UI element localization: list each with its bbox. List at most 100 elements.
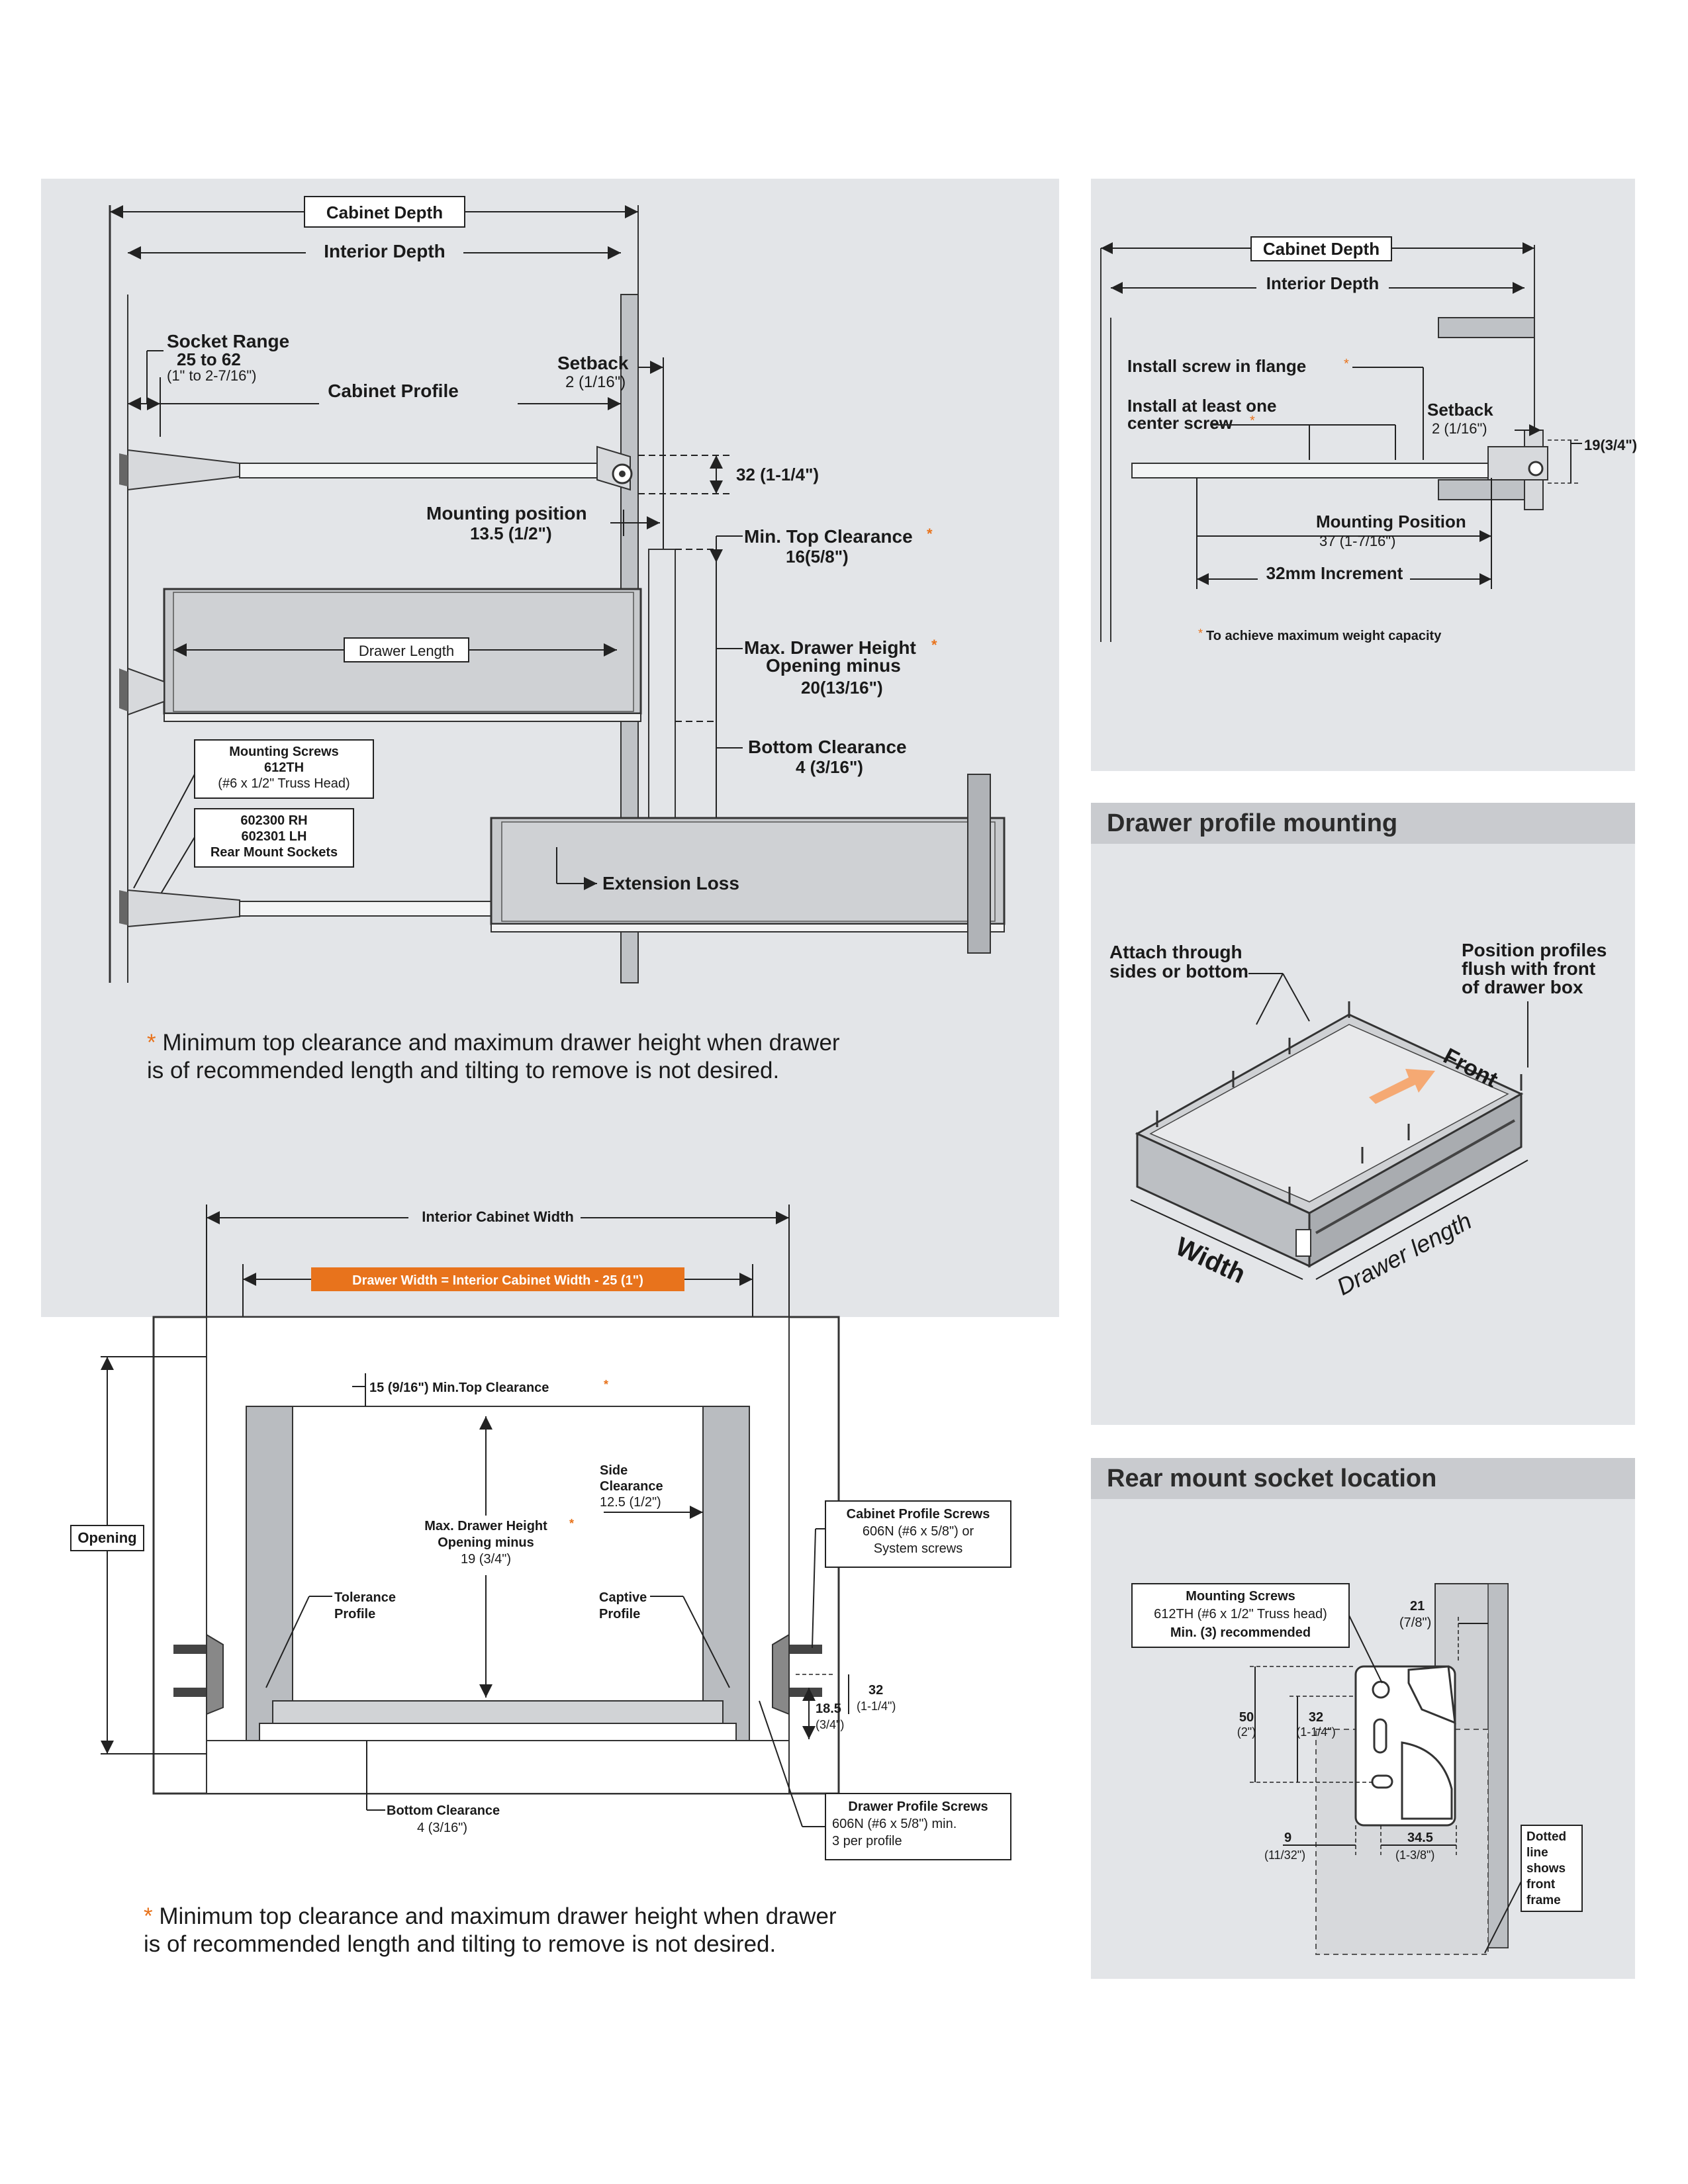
dim-9-l1: 9: [1284, 1831, 1291, 1845]
drawer-profile-mounting-panel: Drawer profile mounting Front Attach thr…: [1091, 803, 1635, 1425]
attach-l2: sides or bottom: [1109, 961, 1248, 981]
bottom-clearance-title: Bottom Clearance: [748, 737, 907, 757]
ff-cabinet-depth: Cabinet Depth: [1263, 239, 1380, 259]
socket-range-value: 25 to 62: [177, 349, 241, 369]
tolerance-profile: [246, 1406, 293, 1741]
position-l2: flush with front: [1462, 958, 1595, 979]
max-drawer-height-l3: 20(13/16"): [801, 678, 883, 698]
dim-18-5-l1: 18.5: [816, 1702, 841, 1716]
bottom-clearance-value: 4 (3/16"): [796, 757, 863, 777]
front-view-panel: Interior Cabinet Width Drawer Width = In…: [41, 1185, 1059, 1979]
mounting-position-value: 13.5 (1/2"): [470, 523, 552, 543]
min-top-clearance-title: Min. Top Clearance: [744, 526, 913, 547]
opening-label: Opening: [77, 1529, 136, 1546]
rear-screws-l1: Mounting Screws: [1186, 1589, 1295, 1604]
dim-32-label: 32 (1-1/4"): [736, 465, 819, 484]
drawer-profile-screws-l2: 606N (#6 x 5/8") min.: [832, 1817, 957, 1831]
ff-install-flange: Install screw in flange: [1127, 356, 1306, 376]
front-max-height-l2: Opening minus: [438, 1535, 534, 1550]
tolerance-profile-l1: Tolerance: [334, 1590, 396, 1605]
ff-install-center-l1: Install at least one: [1127, 396, 1276, 416]
tolerance-profile-l2: Profile: [334, 1607, 375, 1621]
drawer-box-isometric: Front Attach through sides or bottom Pos…: [1109, 940, 1607, 1300]
dim-34-l1: 34.5: [1407, 1831, 1433, 1845]
mounting-position-title: Mounting position: [426, 503, 587, 523]
setback-title: Setback: [557, 353, 629, 373]
cabinet-screws-left: [173, 1633, 224, 1715]
screws-iso: [1156, 1001, 1523, 1203]
captive-profile: [702, 1406, 750, 1741]
svg-text:*: *: [1344, 357, 1349, 371]
drawer-profile-screws-l3: 3 per profile: [832, 1834, 902, 1848]
ff-face-frame-top: [1438, 317, 1535, 338]
ff-increment: 32mm Increment: [1266, 563, 1403, 583]
svg-text:*: *: [1250, 414, 1255, 428]
setback-value: 2 (1/16"): [565, 373, 626, 391]
front-bottom-clearance-l2: 4 (3/16"): [417, 1821, 467, 1835]
rear-screws-l3: Min. (3) recommended: [1170, 1625, 1311, 1640]
max-drawer-height-l1: Max. Drawer Height: [744, 637, 916, 658]
attach-l1: Attach through: [1109, 942, 1243, 962]
dim-32-front-l2: (1-1/4"): [857, 1700, 896, 1713]
dim-21-l1: 21: [1410, 1599, 1425, 1614]
drawer-width-formula-box: [311, 1267, 684, 1291]
captive-profile-l2: Profile: [599, 1607, 640, 1621]
socket-range-title: Socket Range: [167, 331, 289, 351]
dim-50-l1: 50: [1239, 1710, 1254, 1725]
ff-profile-rail: [1131, 446, 1548, 480]
side-clearance-l2: Clearance: [600, 1479, 663, 1494]
side-view-panel: Cabinet Depth Interior Depth Socket Rang…: [41, 179, 1059, 1317]
cabinet-profile-screws-l3: System screws: [874, 1541, 962, 1556]
dim-32-rear-l2: (1-1/4"): [1296, 1725, 1335, 1739]
ff-face-frame-bottom: [1438, 479, 1535, 500]
interior-cabinet-width-label: Interior Cabinet Width: [422, 1208, 574, 1225]
dim-50-l2: (2"): [1237, 1725, 1256, 1739]
ff-dim-19: 19(3/4"): [1584, 437, 1637, 453]
cabinet-profile-rail-bottom: [119, 889, 532, 928]
position-l1: Position profiles: [1462, 940, 1607, 960]
min-top-clearance-value: 16(5/8"): [786, 547, 849, 567]
mounting-screws-l2: 612TH: [264, 760, 304, 775]
ff-mounting-position-value: 37 (1-7/16"): [1319, 533, 1395, 549]
sockets-l1: 602300 RH: [240, 813, 307, 828]
interior-depth-label: Interior Depth: [324, 241, 445, 261]
mounting-screws-l3: (#6 x 1/2" Truss Head): [218, 776, 350, 791]
face-frame-panel: Cabinet Depth Interior Depth Install scr…: [1091, 179, 1637, 771]
front-view-diagram: Interior Cabinet Width Drawer Width = In…: [70, 1202, 1011, 1860]
face-frame-diagram: Cabinet Depth Interior Depth Install scr…: [1100, 236, 1637, 643]
ff-setback-title: Setback: [1427, 400, 1493, 420]
ff-max-weight-note: To achieve maximum weight capacity: [1206, 629, 1442, 643]
ff-install-center-l2: center screw: [1127, 413, 1233, 433]
socket-range-inch: (1" to 2-7/16"): [167, 367, 256, 384]
dotted-l3: shows: [1526, 1862, 1566, 1876]
sockets-l2: 602301 LH: [242, 829, 307, 844]
front-max-height-l1: Max. Drawer Height: [424, 1519, 547, 1533]
drawer-profile-mounting-title: Drawer profile mounting: [1091, 803, 1635, 844]
svg-text:*: *: [604, 1378, 608, 1391]
dim-34-l2: (1-3/8"): [1395, 1848, 1434, 1862]
dotted-l4: front: [1526, 1878, 1556, 1891]
side-clearance-l1: Side: [600, 1463, 628, 1478]
position-l3: of drawer box: [1462, 977, 1583, 997]
cabinet-depth-label: Cabinet Depth: [326, 203, 443, 222]
rear-mount-socket: [1354, 1665, 1456, 1827]
mounting-screws-l1: Mounting Screws: [229, 745, 339, 759]
dotted-l1: Dotted: [1526, 1830, 1566, 1844]
cabinet-profile-screws-l2: 606N (#6 x 5/8") or: [863, 1524, 974, 1539]
width-label: Width: [1171, 1232, 1250, 1289]
front-bottom-clearance-l1: Bottom Clearance: [387, 1803, 500, 1818]
dotted-l5: frame: [1526, 1893, 1561, 1907]
rear-mount-socket-title: Rear mount socket location: [1091, 1458, 1635, 1499]
drawer-box-extended: [490, 774, 1006, 954]
ff-setback-value: 2 (1/16"): [1432, 420, 1487, 437]
captive-profile-l1: Captive: [599, 1590, 647, 1605]
min-top-clearance-asterisk: *: [927, 525, 933, 542]
extension-loss-label: Extension Loss: [602, 873, 739, 893]
drawer-length-label: Drawer Length: [359, 643, 454, 659]
cabinet-profile-screws-l1: Cabinet Profile Screws: [847, 1507, 990, 1522]
svg-text:*: *: [569, 1517, 574, 1530]
cabinet-profile-rail-top: [119, 445, 633, 491]
front-max-height-l3: 19 (3/4"): [461, 1552, 511, 1567]
front-arrow: [1369, 1069, 1435, 1104]
rear-screws-l2: 612TH (#6 x 1/2" Truss head): [1154, 1607, 1327, 1621]
